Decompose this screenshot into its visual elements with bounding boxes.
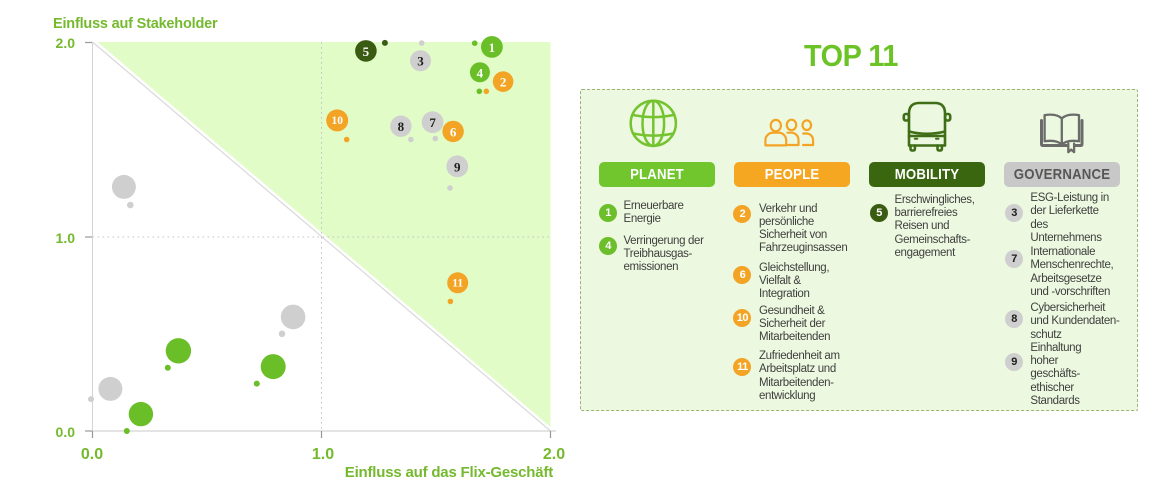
svg-text:6: 6 xyxy=(450,124,457,139)
svg-text:1: 1 xyxy=(489,40,496,55)
svg-text:9: 9 xyxy=(454,159,461,174)
svg-text:7: 7 xyxy=(429,115,436,130)
svg-text:3: 3 xyxy=(417,54,424,69)
svg-text:8: 8 xyxy=(398,119,405,134)
svg-text:10: 10 xyxy=(331,115,343,127)
svg-text:5: 5 xyxy=(363,44,370,59)
svg-text:4: 4 xyxy=(477,65,484,80)
svg-text:11: 11 xyxy=(452,277,463,289)
svg-text:2: 2 xyxy=(500,75,507,90)
